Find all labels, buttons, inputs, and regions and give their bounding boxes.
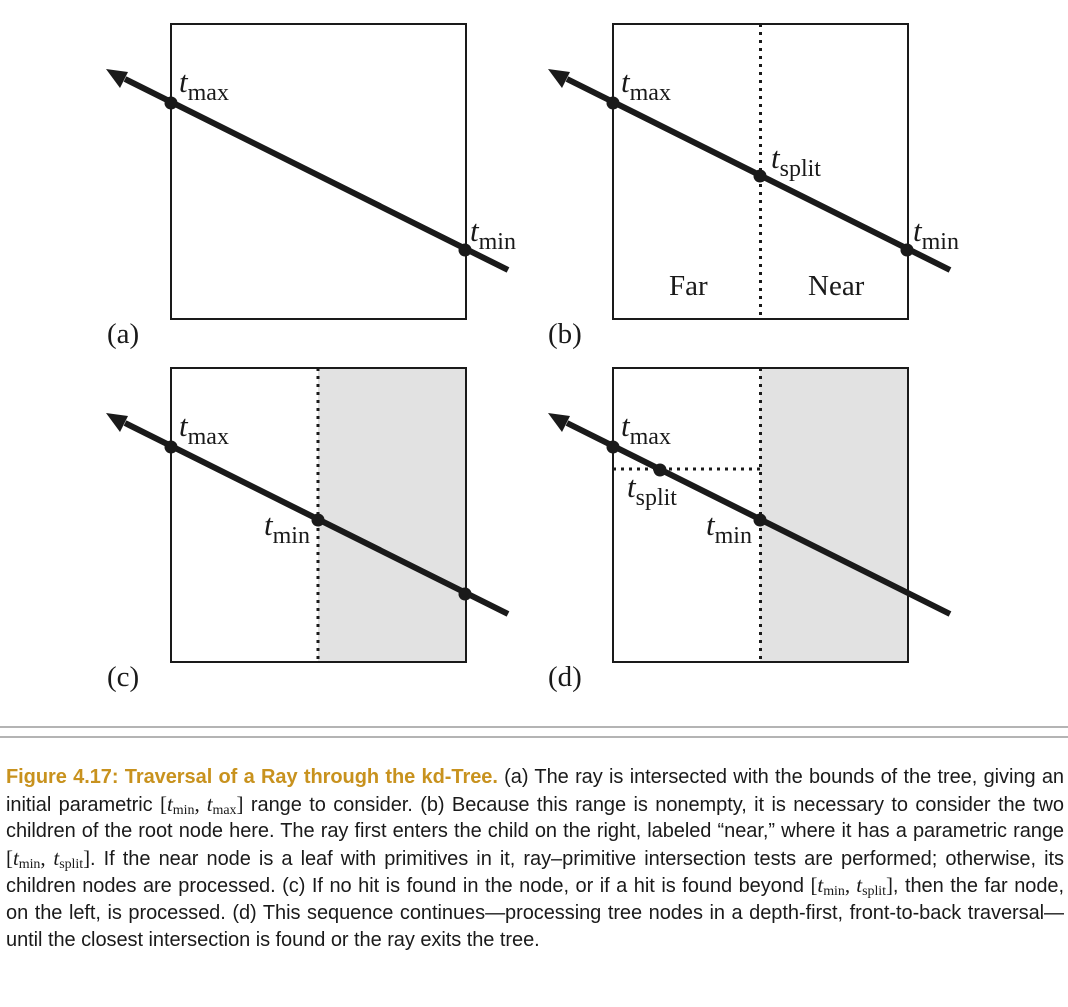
caption-text-part4: , then the far node, on the left, is pro… [6,875,1065,951]
kd-tree-traversal-figure: tmax tmin (a) Far Near tmax tsplit tmin … [106,23,959,693]
caption-divider-top [0,726,1068,728]
ray-arrowhead-icon [106,413,128,432]
caption-divider-bottom [0,736,1068,738]
processed-near-region [318,368,466,662]
panel-a: tmax tmin (a) [106,23,516,350]
t-max-label: tmax [621,408,671,450]
t-min-label: tmin [913,213,959,255]
caption-text-part2: range to consider. (b) Because this rang… [6,793,1064,843]
node-bounds-box [170,23,467,320]
near-child-label: Near [808,270,865,302]
caption-range-tmin-tsplit: [tmin, tsplit] [6,845,91,872]
caption-range-tmin-tmax: [tmin, tmax] [160,791,244,818]
panel-label-b: (b) [548,318,582,350]
t-min-label: tmin [470,213,516,255]
caption-text-part3: . If the near node is a leaf with primit… [6,847,1064,898]
caption-title: Figure 4.17: Traversal of a Ray through … [6,766,498,788]
t-max-point [606,96,620,110]
t-split-point [753,169,767,183]
t-min-label: tmin [706,507,752,549]
panel-c: tmax tmin (c) [106,367,510,693]
t-min-label: tmin [264,507,310,549]
t-max-label: tmax [621,64,671,106]
caption-range-tmin-tsplit: [tmin, tsplit] [810,873,893,900]
t-split-label: tsplit [627,469,677,511]
panel-b: Far Near tmax tsplit tmin (b) [548,23,959,350]
exit-point [458,587,472,601]
ray [106,69,510,273]
t-min-point [900,243,914,257]
t-min-point [311,513,325,527]
caption-text-part1: (a) The ray is intersected with the boun… [6,766,1064,816]
far-child-label: Far [669,270,708,302]
t-split-point [653,463,667,477]
t-min-point [458,243,472,257]
t-max-point [164,440,178,454]
t-min-point [753,513,767,527]
t-max-point [164,96,178,110]
ray-arrowhead-icon [106,69,128,88]
t-max-label: tmax [179,408,229,450]
t-max-label: tmax [179,64,229,106]
panel-label-c: (c) [107,661,139,693]
panel-label-d: (d) [548,661,582,693]
panel-label-a: (a) [107,318,139,350]
ray-arrowhead-icon [548,69,570,88]
ray-arrowhead-icon [548,413,570,432]
figure-caption: Figure 4.17: Traversal of a Ray through … [6,764,1064,953]
processed-near-region [760,368,908,662]
t-split-label: tsplit [771,140,821,182]
t-max-point [606,440,620,454]
panel-d: tmax tsplit tmin (d) [548,367,952,693]
